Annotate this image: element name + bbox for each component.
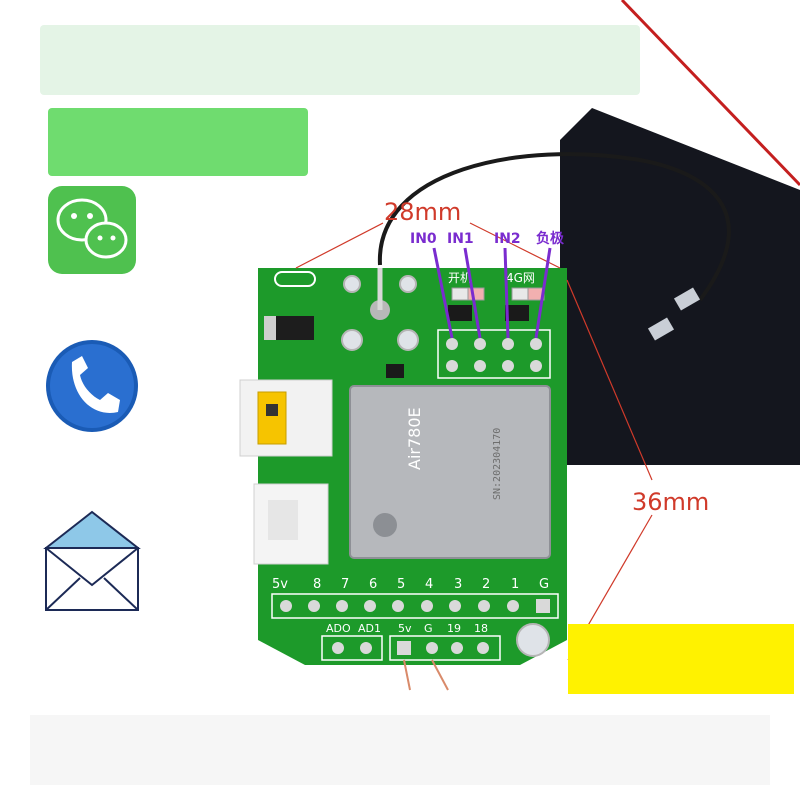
bottom-label: 3 [454, 577, 462, 592]
bottom-header-labels: 5v 8 7 6 5 4 3 2 1 G [272, 577, 549, 592]
wechat-icon [48, 186, 136, 274]
lte-module [349, 385, 551, 559]
width-dimension: 28mm [384, 198, 461, 226]
mail-icon [43, 510, 141, 611]
top-pin-header [437, 329, 551, 379]
bottom-label: 5 [397, 577, 405, 592]
mount-hole [397, 329, 419, 351]
dimension-lines: 28mm 36mm [295, 198, 709, 661]
bottom-label: 8 [313, 577, 321, 592]
led-power [451, 287, 469, 301]
yellow-highlight-block [568, 624, 794, 694]
mount-hole [516, 623, 550, 657]
module-sn: SN:202304170 [492, 428, 503, 500]
small-header-left-label: AD1 [358, 622, 381, 635]
bottom-pin-header [271, 593, 559, 619]
small-header-right-label: 18 [474, 622, 488, 635]
mount-hole [341, 329, 363, 351]
pin-label-in1: IN1 [447, 231, 474, 247]
small-header-right-label: 5v [398, 622, 412, 635]
bottom-fade-panel [30, 715, 770, 785]
pin-label-in2: IN2 [494, 231, 521, 247]
pin-label-in0: IN0 [410, 231, 437, 247]
small-header-right-label: G [424, 622, 433, 635]
bottom-label: 6 [369, 577, 377, 592]
green-title-bar [48, 108, 308, 176]
small-header-left-label: ADO [326, 622, 351, 635]
bottom-label: 5v [272, 577, 288, 592]
top-banner [40, 25, 640, 95]
bottom-label: G [539, 577, 549, 592]
bottom-label: 2 [482, 577, 490, 592]
led-label-power: 开机 [448, 271, 472, 285]
yellow-jumper [257, 391, 287, 445]
bottom-label: 1 [511, 577, 519, 592]
antenna-panel [377, 108, 800, 465]
led-net [511, 287, 529, 301]
led-power-2 [467, 287, 485, 301]
mount-hole [399, 275, 417, 293]
height-dimension: 36mm [632, 488, 709, 516]
module-text: Air780E [405, 407, 424, 470]
small-header-right-label: 19 [447, 622, 461, 635]
mount-hole [343, 275, 361, 293]
pin-label-negative: 负极 [536, 230, 565, 247]
red-diagonal-line [620, 0, 800, 187]
bottom-label: 7 [341, 577, 349, 592]
phone-icon [46, 340, 138, 432]
pin-labels: IN0 IN1 IN2 负极 [410, 230, 565, 339]
pcb-board: Air780E SN:202304170 开机 4G网 5v 8 7 6 5 4 [239, 268, 567, 691]
led-label-net: 4G网 [506, 271, 535, 285]
bottom-label: 4 [425, 577, 433, 592]
